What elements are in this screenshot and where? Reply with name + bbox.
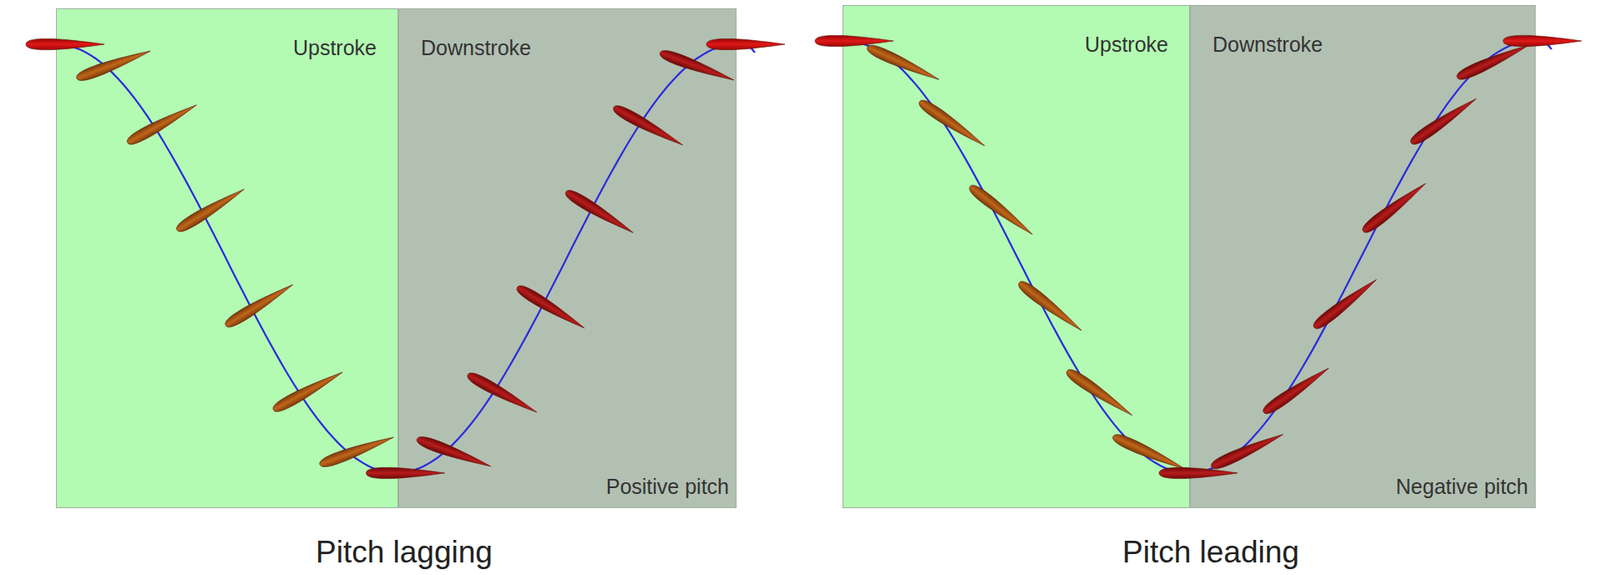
flapping-path (55, 44, 755, 473)
pitch-label: Negative pitch (1396, 474, 1529, 499)
phase-label: Downstroke (1212, 32, 1323, 57)
downstroke-band: DownstrokeNegative pitch (1189, 5, 1536, 508)
airfoil (1260, 363, 1332, 417)
airfoil (415, 433, 493, 471)
airfoil (1159, 466, 1238, 478)
airfoil (1209, 429, 1286, 472)
airfoil (865, 41, 942, 85)
upstroke-band: Upstroke (55, 8, 399, 508)
airfoil (1311, 274, 1381, 332)
airfoil (465, 369, 540, 418)
airfoil (1063, 365, 1135, 420)
airfoil (174, 184, 248, 235)
phase-label: Upstroke (1084, 32, 1169, 57)
airfoil (1015, 278, 1085, 335)
airfoil (25, 38, 105, 50)
airfoil (270, 367, 345, 416)
phase-label: Downstroke (420, 35, 532, 61)
airfoil (125, 100, 200, 148)
airfoil (514, 282, 588, 333)
airfoil (1407, 94, 1479, 148)
airfoil (658, 47, 736, 86)
airfoil (706, 38, 785, 50)
airfoil (222, 279, 296, 330)
airfoil (75, 45, 153, 84)
airfoil (318, 431, 396, 470)
airfoil (967, 182, 1037, 239)
airfoil (562, 187, 636, 238)
airfoil (815, 35, 894, 46)
phase-label: Upstroke (293, 35, 377, 61)
panel-caption: Pitch lagging (315, 534, 493, 570)
airfoil (611, 102, 686, 151)
airfoil (1359, 178, 1429, 236)
airfoil (366, 466, 446, 478)
pitch-label: Positive pitch (606, 474, 730, 499)
flapping-path (845, 40, 1552, 473)
airfoil (916, 96, 988, 151)
panel-caption: Pitch leading (1122, 534, 1300, 570)
airfoil (1503, 35, 1582, 46)
